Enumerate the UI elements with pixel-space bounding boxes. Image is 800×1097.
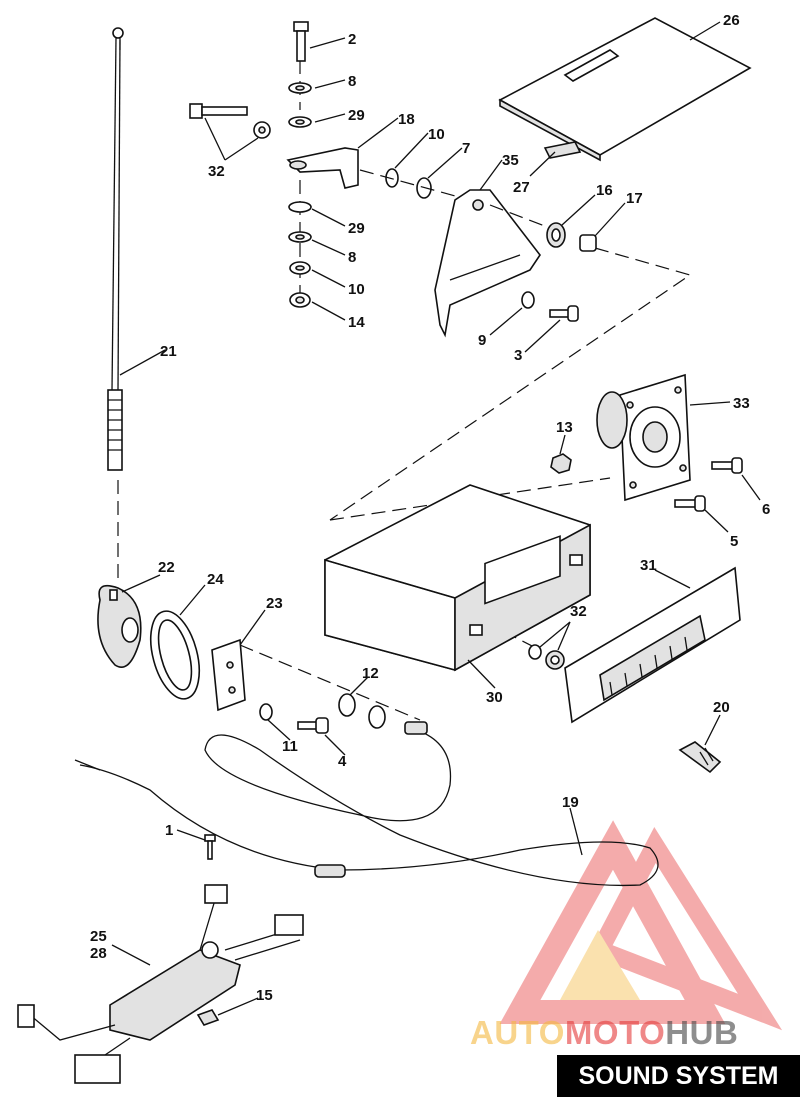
callout-14: 14 [348,314,365,331]
mounting-plate-part [211,638,246,712]
gasket-part [149,610,201,700]
washer-part [528,644,542,660]
callout-29: 29 [348,107,365,124]
watermark-brand-text: AUTOMOTOHUB [470,1014,800,1054]
callout-13: 13 [556,419,573,436]
callout-7: 7 [462,140,470,157]
callout-3: 3 [514,347,522,364]
callout-10: 10 [428,126,445,143]
washer-part [338,693,356,717]
callout-4: 4 [338,753,347,770]
callout-19: 19 [562,794,579,811]
watermark-logo-icon [499,820,783,1031]
callout-29: 29 [348,220,365,237]
callout-26: 26 [723,12,740,29]
callout-8: 8 [348,249,356,266]
cover-plate-part [498,17,752,162]
callout-11: 11 [282,738,298,755]
callout-24: 24 [207,571,224,588]
antenna-cable-part [74,721,659,887]
callout-30: 30 [486,689,503,706]
nut-part [545,650,565,670]
callout-27: 27 [513,179,530,196]
washer-part [259,703,273,721]
callout-5: 5 [730,533,738,550]
callout-32: 32 [570,603,587,620]
bracket-part [286,147,359,189]
connector-part [678,741,722,774]
speaker-part [596,373,691,502]
nut-part [579,234,597,252]
callout-10: 10 [348,281,365,298]
callout-31: 31 [640,557,657,574]
antenna-part [107,27,124,471]
watermark-text-hub: HUB [665,1014,739,1051]
callout-18: 18 [398,111,415,128]
callout-12: 12 [362,665,379,682]
screw-part [549,305,579,322]
wiring-harness-part [17,884,304,1084]
grommet-part [546,222,566,248]
trim-bezel-part [564,566,741,724]
callout-35: 35 [502,152,519,169]
screw-part [711,457,743,474]
callout-6: 6 [762,501,770,518]
callout-23: 23 [266,595,283,612]
antenna-base-part [97,584,142,668]
callout-21: 21 [160,343,177,360]
callout-17: 17 [626,190,643,207]
radio-unit-part [324,484,591,672]
washer-part [385,168,399,188]
callout-25: 25 [90,928,107,945]
callout-32: 32 [208,163,225,180]
callout-22: 22 [158,559,175,576]
callout-28: 28 [90,945,107,962]
clip-part [196,1009,220,1026]
bolt-and-washer-stack [288,21,312,308]
screw-part [674,495,706,512]
callout-33: 33 [733,395,750,412]
callout-15: 15 [256,987,273,1004]
leader-lines [111,21,761,1016]
callout-16: 16 [596,182,613,199]
washer-part [368,705,386,729]
callout-20: 20 [713,699,730,716]
screw-part [204,834,216,860]
callout-9: 9 [478,332,486,349]
washer-part [521,291,535,309]
bolt-left-part [189,103,271,139]
screw-part [297,717,329,734]
callout-2: 2 [348,31,356,48]
part-callouts: 2 8 29 32 18 10 7 35 26 27 16 17 29 8 10… [90,12,770,1004]
watermark-text-moto: MOTO [564,1014,666,1051]
callout-1: 1 [165,822,173,839]
mounting-bracket-part [434,189,541,338]
section-title-banner: SOUND SYSTEM [557,1055,800,1097]
label-plate-part [543,141,582,159]
watermark-text-auto: AUTO [470,1014,565,1051]
callout-8: 8 [348,73,356,90]
nut-part [550,453,572,474]
